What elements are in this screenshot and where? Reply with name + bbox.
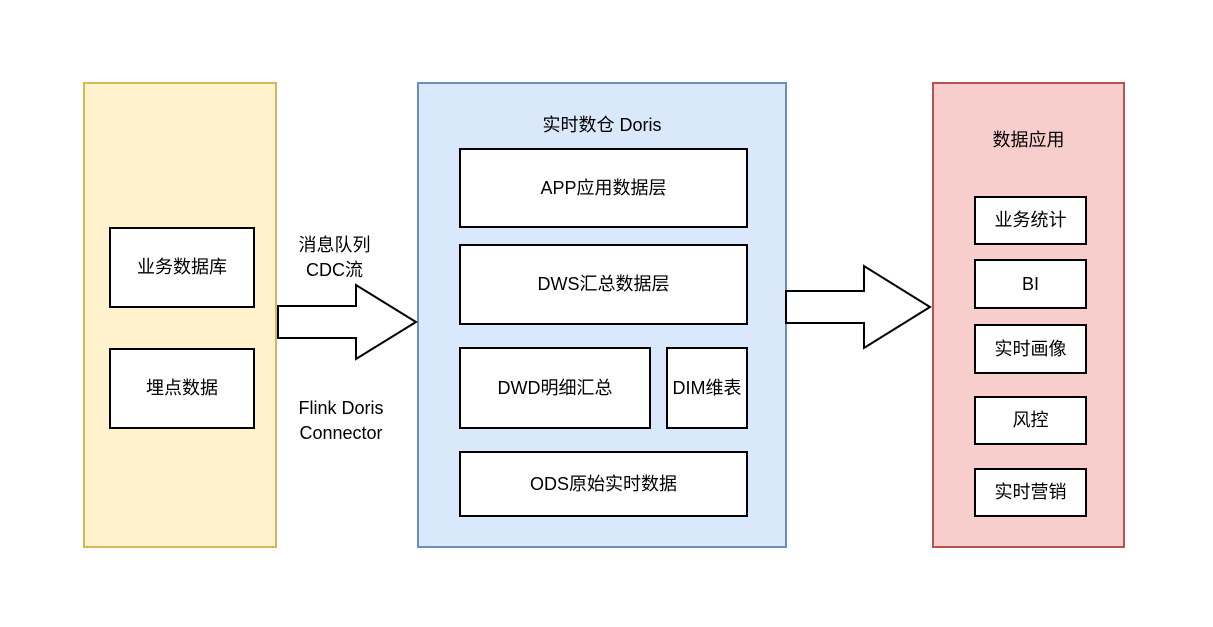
label-message-queue-cdc: 消息队列 CDC流 <box>298 235 371 280</box>
panel-data-sources: 业务数据库 埋点数据 <box>83 82 277 548</box>
node-risk-control-label: 风控 <box>1012 410 1049 430</box>
node-realtime-profile: 实时画像 <box>974 324 1087 374</box>
node-dws-summary-layer: DWS汇总数据层 <box>459 244 748 325</box>
node-business-database: 业务数据库 <box>109 227 255 308</box>
node-tracking-data: 埋点数据 <box>109 348 255 429</box>
node-ods-raw-layer-label: ODS原始实时数据 <box>529 473 677 494</box>
node-tracking-data-label: 埋点数据 <box>146 378 218 398</box>
node-business-database-label: 业务数据库 <box>137 257 227 277</box>
node-bi: BI <box>974 259 1087 309</box>
node-business-stats-label: 业务统计 <box>994 210 1067 230</box>
label-flink-doris-connector: Flink Doris Connector <box>298 398 384 443</box>
node-dim-table: DIM维表 <box>666 347 748 429</box>
warehouse-title: 实时数仓 Doris <box>542 115 662 135</box>
node-app-data-layer: APP应用数据层 <box>459 148 748 228</box>
panel-data-applications: 数据应用 业务统计 BI 实时画像 风控 实时营销 <box>932 82 1125 548</box>
node-dws-summary-layer-label: DWS汇总数据层 <box>537 274 670 294</box>
block-arrow-source-to-warehouse-icon <box>277 283 418 361</box>
panel-realtime-warehouse: 实时数仓 Doris APP应用数据层 DWS汇总数据层 DWD明细汇总 DIM… <box>417 82 787 548</box>
node-bi-label: BI <box>1021 273 1039 294</box>
node-realtime-marketing-label: 实时营销 <box>994 482 1067 502</box>
node-business-stats: 业务统计 <box>974 196 1087 245</box>
block-arrow-warehouse-to-applications-icon <box>785 264 932 350</box>
node-ods-raw-layer: ODS原始实时数据 <box>459 451 748 517</box>
node-risk-control: 风控 <box>974 396 1087 445</box>
node-dwd-detail-layer-label: DWD明细汇总 <box>497 377 613 398</box>
node-dwd-detail-layer: DWD明细汇总 <box>459 347 651 429</box>
node-realtime-profile-label: 实时画像 <box>994 338 1067 359</box>
applications-title: 数据应用 <box>992 130 1065 150</box>
node-realtime-marketing: 实时营销 <box>974 468 1087 517</box>
node-app-data-layer-label: APP应用数据层 <box>540 177 667 198</box>
node-dim-table-label: DIM维表 <box>672 377 742 398</box>
